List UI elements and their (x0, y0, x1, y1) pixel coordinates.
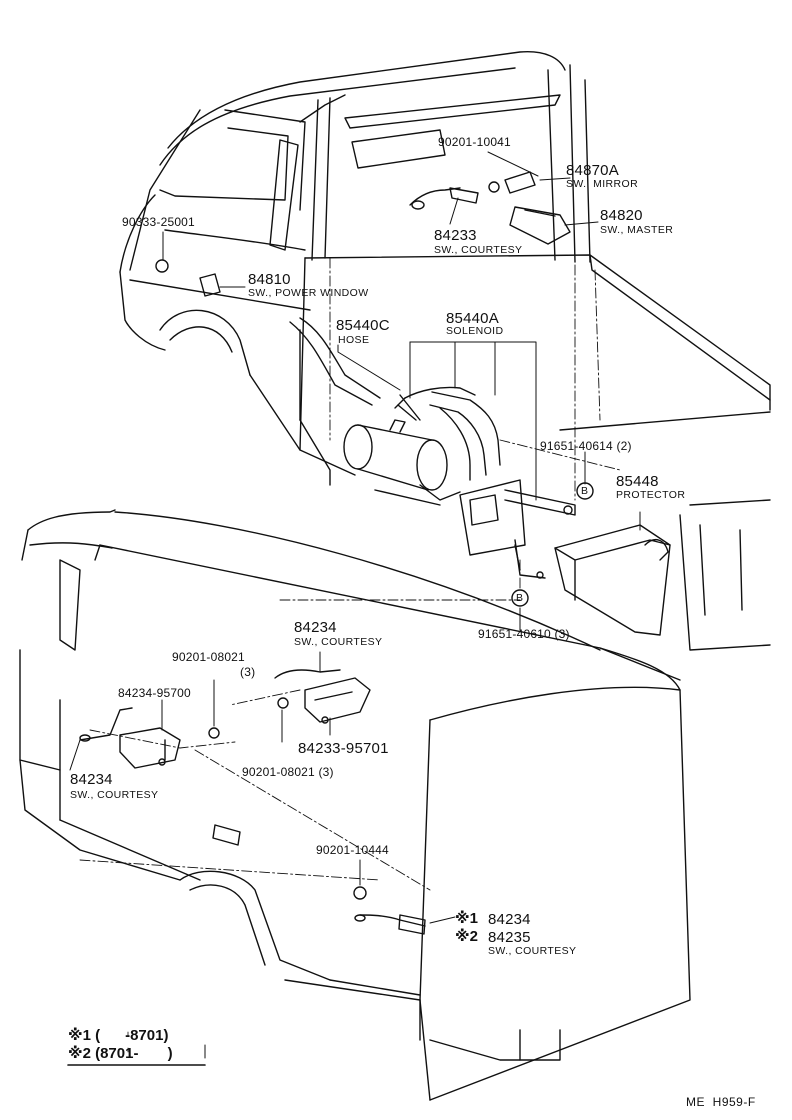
diagram-code: ME H959-F (686, 1095, 756, 1109)
legend-row-1: ※1 ( -8701) (68, 1027, 169, 1044)
part-number-90201-08021-a: 90201-08021 (172, 650, 245, 664)
name-sw-master: SW., MASTER (600, 224, 674, 236)
part-number-90333-25001: 90333-25001 (122, 215, 195, 229)
hose-lines (289, 317, 501, 481)
protector-cover (554, 524, 671, 636)
solenoid-bracket (459, 479, 576, 579)
part-number-85448: 85448 (616, 473, 659, 490)
b-callout-lower: B (516, 592, 524, 604)
name-protector: PROTECTOR (616, 489, 686, 501)
name-sw-courtesy-left: SW., COURTESY (70, 789, 159, 801)
part-number-84234-top: 84234 (294, 619, 337, 636)
part-number-85440C: 85440C (336, 317, 390, 334)
quantity-3: (3) (240, 665, 256, 679)
tank-assembly (343, 419, 461, 506)
part-number-85440A: 85440A (446, 310, 499, 327)
part-number-90201-08021-b: 90201-08021 (3) (242, 765, 334, 779)
name-sw-power-window: SW., POWER WINDOW (248, 287, 369, 299)
part-number-84820: 84820 (600, 207, 643, 224)
top-switch-parts (155, 171, 571, 297)
bottom-switch-parts (79, 669, 426, 935)
leader-lines (69, 151, 641, 924)
part-number-84235: 84235 (488, 929, 531, 946)
part-number-84810: 84810 (248, 271, 291, 288)
b-callout-upper: B (581, 485, 589, 497)
name-sw-courtesy-rear: SW., COURTESY (488, 945, 577, 957)
part-number-90201-10041: 90201-10041 (438, 135, 511, 149)
part-number-84870A: 84870A (566, 162, 619, 179)
name-sw-courtesy-top: SW., COURTESY (434, 244, 523, 256)
cab-vehicle-outline (119, 51, 771, 651)
name-sw-mirror: SW., MIRROR (566, 178, 639, 190)
part-number-84234-rear: 84234 (488, 911, 531, 928)
part-number-84233: 84233 (434, 227, 477, 244)
van-vehicle-outline (19, 509, 691, 1101)
part-number-91651-40610: 91651-40610 (3) (478, 627, 570, 641)
part-number-90201-10444: 90201-10444 (316, 843, 389, 857)
part-number-84234-left: 84234 (70, 771, 113, 788)
name-hose: HOSE (338, 334, 370, 346)
part-number-84234-95700: 84234-95700 (118, 686, 191, 700)
part-number-84233-95701: 84233-95701 (298, 740, 389, 757)
indication-lines (79, 257, 621, 891)
mark-1: ※1 (455, 910, 478, 927)
legend-row-2: ※2 (8701- ) (68, 1045, 173, 1062)
mark-2: ※2 (455, 928, 478, 945)
b-callout-circle-lower (511, 589, 529, 607)
b-callout-circle-upper (576, 482, 594, 500)
name-sw-courtesy-mid: SW., COURTESY (294, 636, 383, 648)
name-solenoid: SOLENOID (446, 325, 504, 337)
part-number-91651-40614: 91651-40614 (2) (540, 439, 632, 453)
